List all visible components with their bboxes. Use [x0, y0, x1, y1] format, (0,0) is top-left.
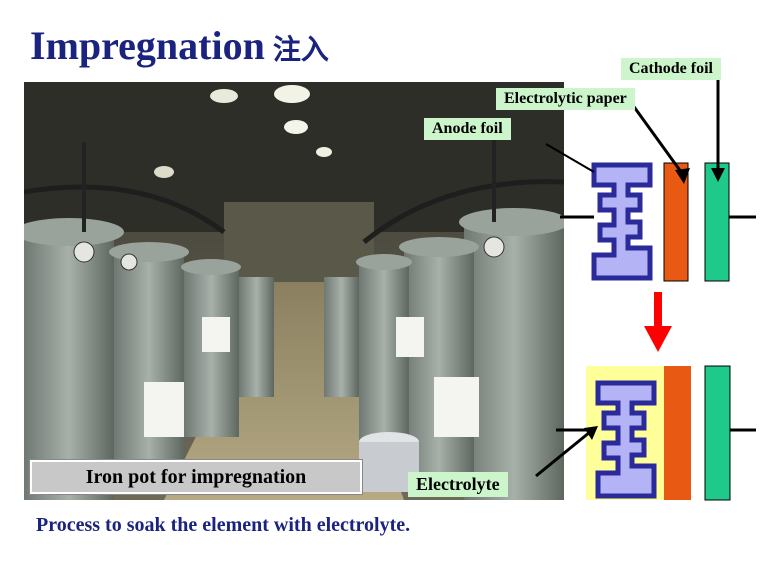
process-description: Process to soak the element with electro…: [36, 514, 411, 536]
anode-foil-impregnated: [595, 380, 657, 499]
photo-caption: Iron pot for impregnation: [29, 459, 363, 495]
label-cathode-foil: Cathode foil: [621, 58, 721, 80]
label-anode-foil: Anode foil: [424, 118, 511, 140]
factory-photo: [24, 82, 564, 500]
label-electrolyte: Electrolyte: [408, 472, 508, 497]
electrolytic-paper-impregnated: [664, 366, 691, 500]
cathode-foil-shape: [704, 162, 730, 282]
cathode-foil-impregnated: [704, 365, 731, 501]
anode-pointer: [545, 143, 595, 173]
anode-foil-shape: [591, 162, 653, 281]
title-cjk-text: 注入: [272, 33, 329, 66]
paper-pointer: [630, 103, 686, 177]
electrolyte-pointer: [535, 430, 591, 478]
label-electrolytic-paper: Electrolytic paper: [496, 88, 635, 110]
title-text: Impregnation: [30, 23, 265, 68]
